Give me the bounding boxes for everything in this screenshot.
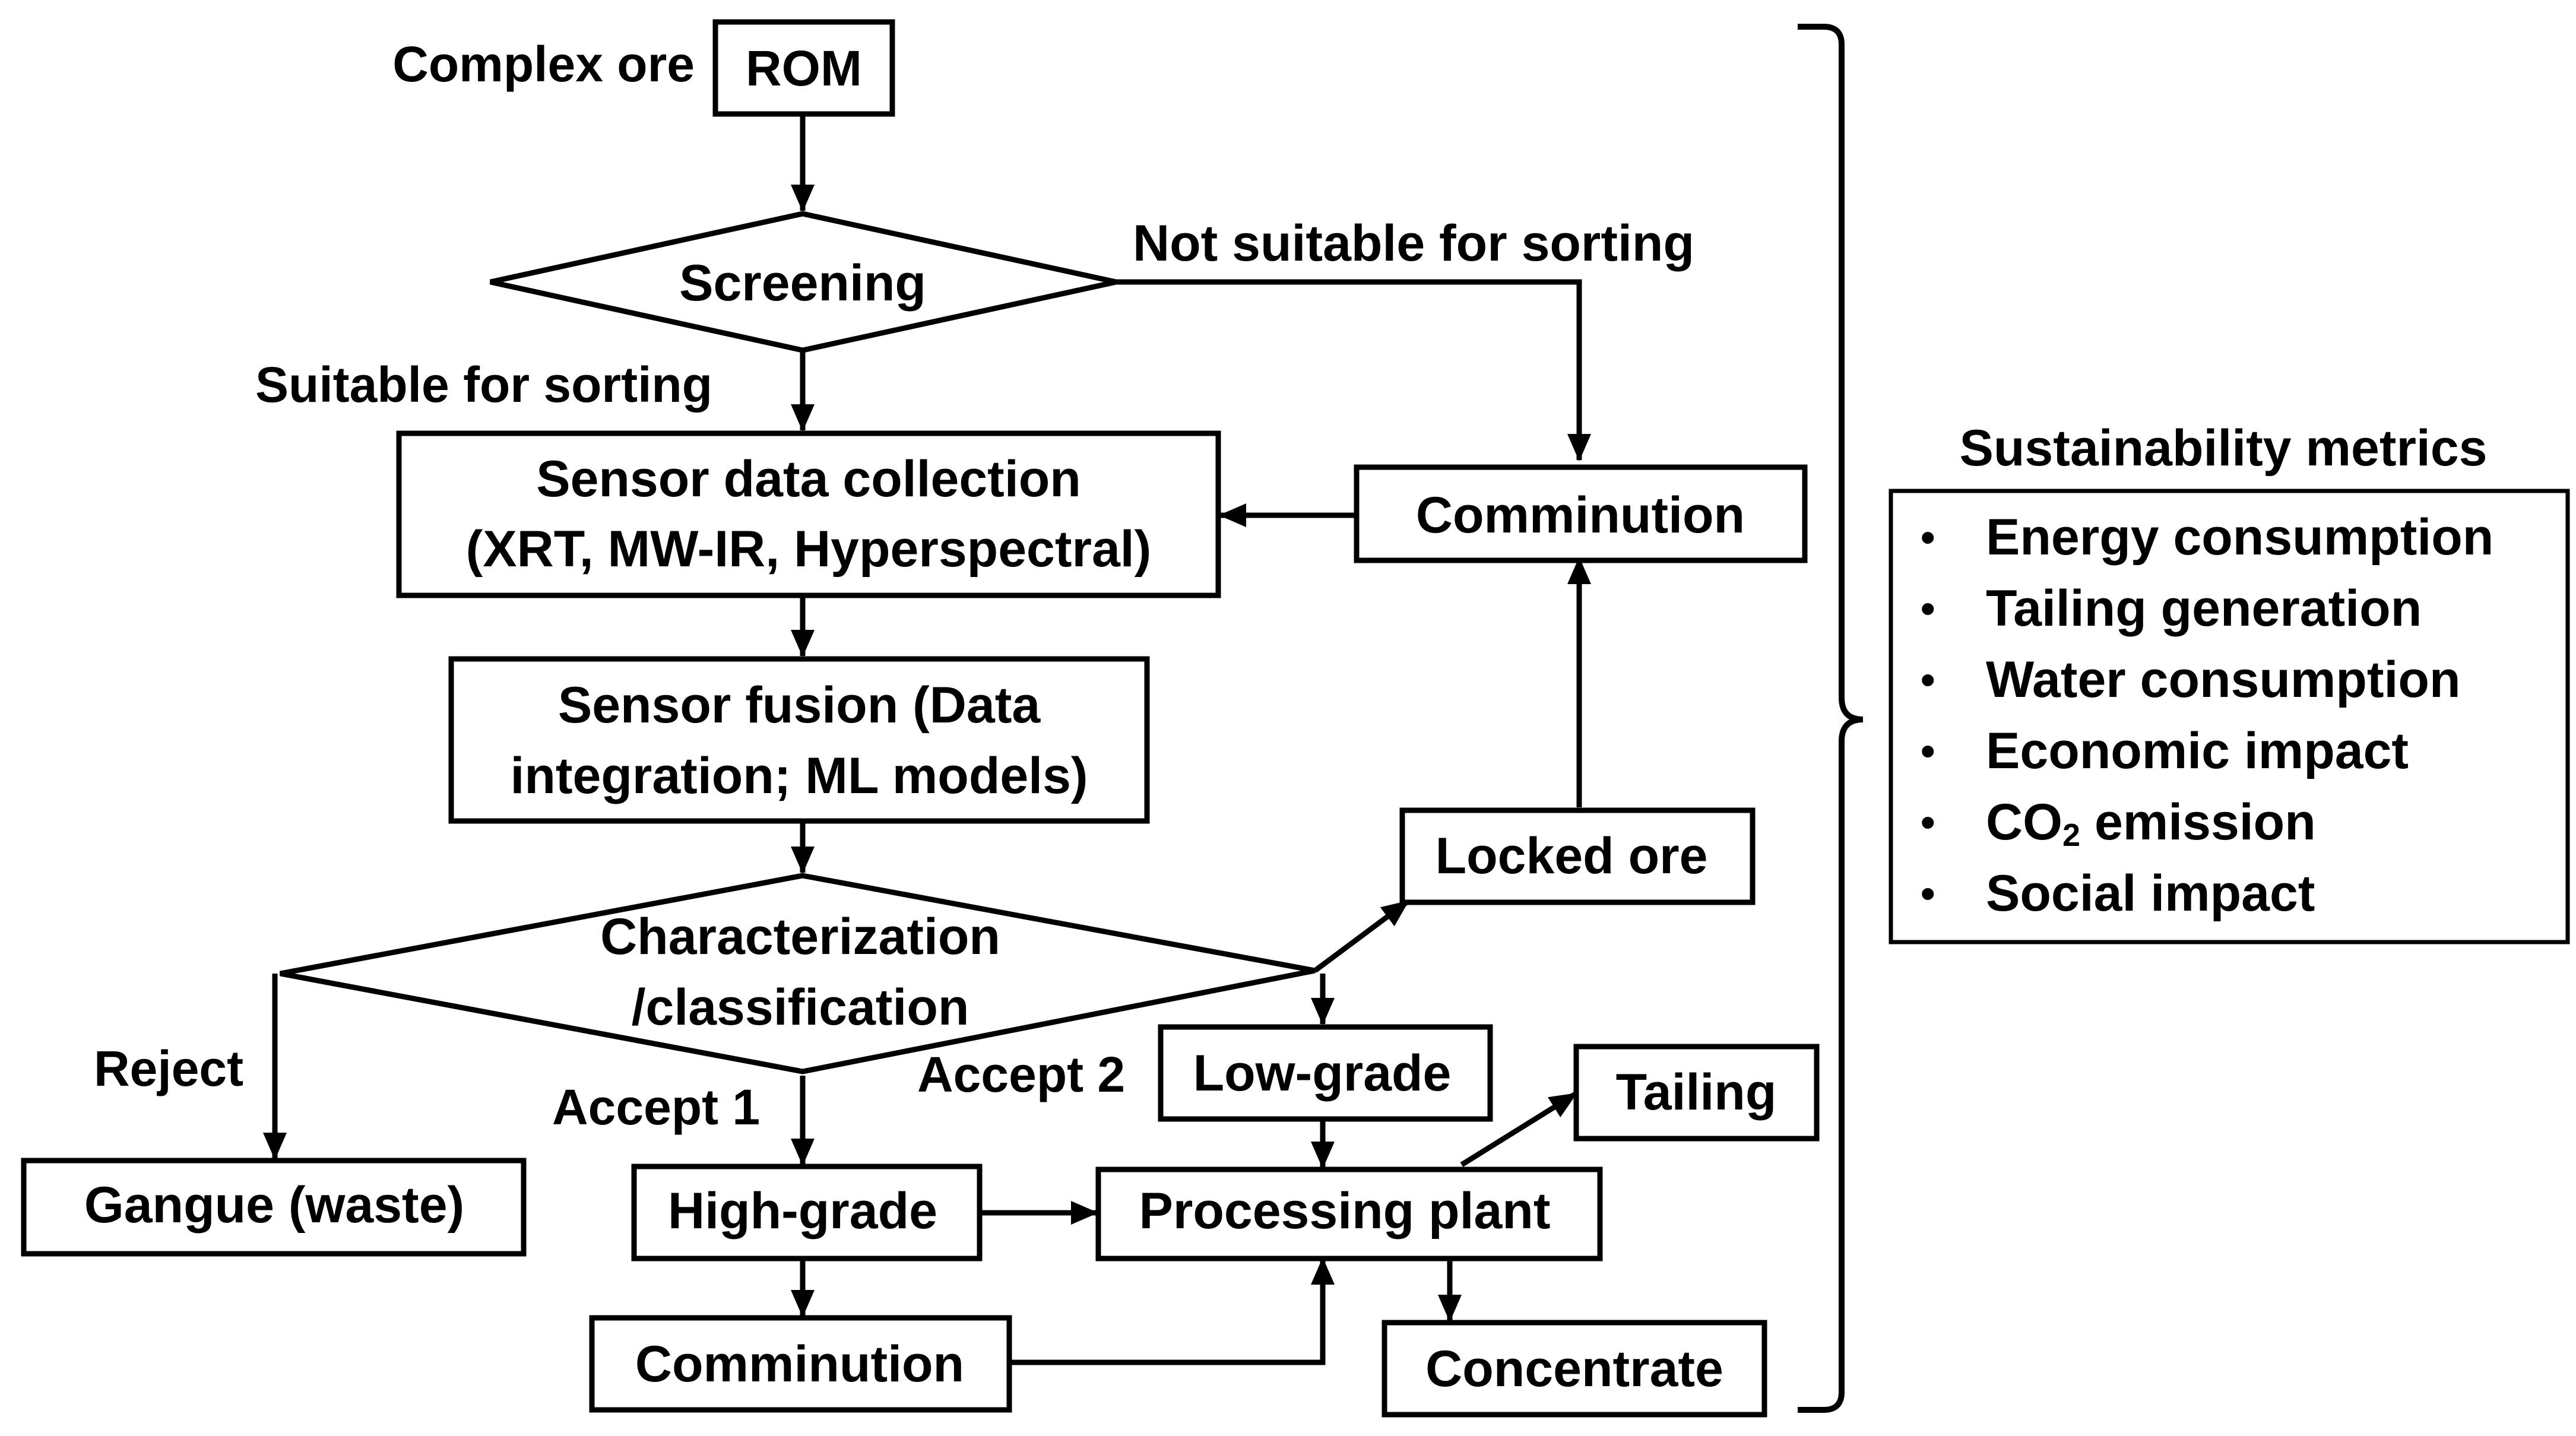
node-rom: ROM (712, 19, 895, 117)
edge-screening-not-suitable-to-comminution (1116, 279, 1591, 461)
metrics-item-text: Economic impact (1986, 722, 2409, 779)
reject-label: Reject (94, 1041, 243, 1096)
sustainability-metrics: Sustainability metrics • Energy consumpti… (1889, 420, 2570, 944)
processing-plant-label: Processing plant (1139, 1183, 1551, 1240)
metrics-list: • Energy consumption • Tailing generation • W… (1921, 509, 2493, 922)
metrics-item-text: CO (1986, 794, 2062, 851)
metrics-item-text: Energy consumption (1986, 509, 2493, 566)
node-characterization: Characterization /classification (280, 873, 1316, 1074)
sensor-fusion-label-line-2: integration; ML models) (510, 747, 1088, 804)
node-screening: Screening (490, 211, 1117, 353)
metrics-bullet: • (1921, 728, 1935, 774)
node-sensor-data-collection: Sensor data collection (XRT, MW-IR, Hype… (396, 430, 1221, 598)
node-sensor-fusion: Sensor fusion (Data integration; ML mode… (448, 656, 1150, 824)
node-gangue: Gangue (waste) (21, 1158, 527, 1257)
characterization-label-line-2: /classification (632, 979, 969, 1036)
sensor-collection-label-line-2: (XRT, MW-IR, Hyperspectral) (466, 521, 1152, 578)
screening-label: Screening (679, 255, 926, 312)
high-grade-label: High-grade (668, 1183, 937, 1240)
metrics-item: CO2 emission (1986, 794, 2316, 853)
metrics-title: Sustainability metrics (1960, 420, 2488, 477)
metrics-item: Social impact (1986, 865, 2315, 922)
metrics-bullet: • (1921, 514, 1935, 560)
sensor-fusion-label-line-1: Sensor fusion (Data (558, 677, 1041, 734)
metrics-item: Energy consumption (1986, 509, 2493, 566)
characterization-label-line-1: Characterization (600, 908, 1000, 965)
metrics-box (1889, 489, 2570, 944)
metrics-bullet: • (1921, 799, 1935, 845)
metrics-item: Water consumption (1986, 651, 2461, 708)
nodes: ROM Screening Sensor data collection (XR… (21, 19, 1820, 1418)
locked-ore-label: Locked ore (1436, 828, 1708, 885)
node-high-grade: High-grade (631, 1164, 983, 1261)
accept-2-label: Accept 2 (917, 1047, 1125, 1102)
sensor-collection-label-line-1: Sensor data collection (536, 451, 1081, 508)
not-suitable-label: Not suitable for sorting (1133, 215, 1694, 272)
metrics-bullet: • (1921, 870, 1935, 917)
metrics-bullet: • (1921, 657, 1935, 703)
suitable-label: Suitable for sorting (255, 357, 712, 413)
grouping-brace (1798, 24, 1864, 1413)
edges (263, 113, 1591, 1365)
metrics-item: Economic impact (1986, 722, 2409, 779)
concentrate-label: Concentrate (1425, 1340, 1723, 1397)
node-locked-ore: Locked ore (1399, 807, 1756, 905)
edge-characterization-to-locked-ore (1313, 899, 1410, 973)
low-grade-label: Low-grade (1193, 1045, 1452, 1102)
node-low-grade: Low-grade (1158, 1024, 1493, 1122)
comminution-bottom-label: Comminution (635, 1336, 964, 1393)
edge-labels: Complex ore Not suitable for sorting Sui… (94, 36, 1694, 1135)
comminution-top-label: Comminution (1416, 487, 1745, 544)
metrics-item-text: Water consumption (1986, 651, 2461, 708)
metrics-item-text: Tailing generation (1986, 580, 2422, 637)
rom-label: ROM (746, 40, 862, 96)
metrics-item-subscript: 2 (2062, 817, 2080, 853)
tailing-label: Tailing (1616, 1064, 1777, 1121)
node-comminution-bottom: Comminution (589, 1315, 1012, 1413)
metrics-item-text-rest: emission (2080, 794, 2316, 851)
node-processing-plant: Processing plant (1095, 1166, 1603, 1261)
metrics-item: Tailing generation (1986, 580, 2422, 637)
node-tailing: Tailing (1573, 1044, 1820, 1142)
accept-1-label: Accept 1 (552, 1079, 760, 1135)
metrics-item-text: Social impact (1986, 865, 2315, 922)
complex-ore-label: Complex ore (392, 36, 695, 92)
edge-processing-plant-to-tailing (1460, 1091, 1578, 1167)
gangue-label: Gangue (waste) (84, 1177, 464, 1234)
edge-comminution-to-processing-plant (1010, 1257, 1335, 1365)
node-comminution-top: Comminution (1354, 464, 1808, 563)
node-concentrate: Concentrate (1382, 1320, 1767, 1418)
metrics-bullet: • (1921, 585, 1935, 632)
